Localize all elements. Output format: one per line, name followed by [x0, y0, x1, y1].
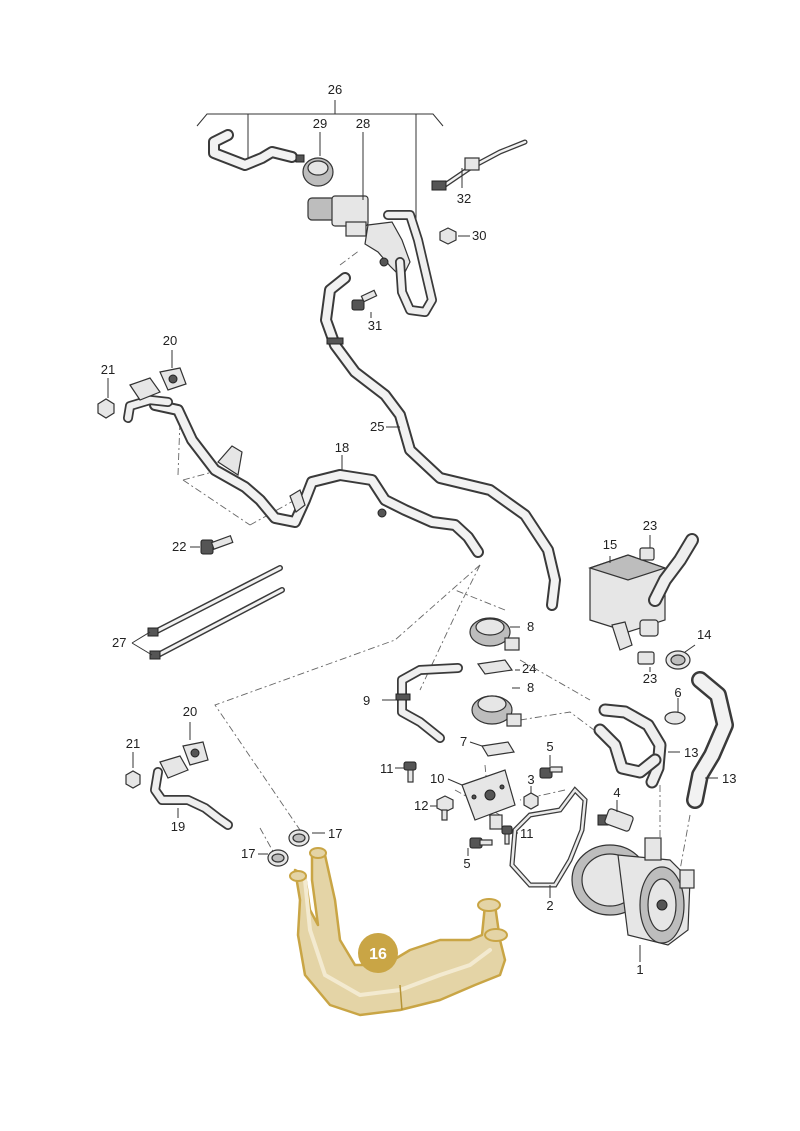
valve-8-upper: [469, 617, 520, 651]
fitting-23-lower: [637, 651, 655, 672]
part-labels: 26 29 28 32 30 31 20 21 25 18 22 23 15 2…: [101, 82, 737, 977]
bolt-11-left: [395, 761, 417, 783]
label-28: 28: [356, 116, 370, 131]
clamp-7: [664, 698, 686, 725]
label-21-top: 21: [101, 362, 115, 377]
label-26: 26: [328, 82, 342, 97]
label-24: 9: [363, 693, 370, 708]
vacuum-hose-top: [208, 129, 298, 171]
label-19: 19: [171, 819, 185, 834]
label-23-top: 23: [643, 518, 657, 533]
flange-pipe-left-top: [97, 350, 187, 423]
label-2: 2: [546, 898, 553, 913]
label-27: 27: [112, 635, 126, 650]
label-14: 14: [697, 627, 711, 642]
bolt-5-lower: [467, 837, 493, 856]
vacuum-hose-25: [320, 272, 561, 611]
label-8-lower: 8: [527, 680, 534, 695]
label-22: 22: [172, 539, 186, 554]
label-5-lower: 5: [463, 856, 470, 871]
label-10: 10: [430, 771, 444, 786]
air-pump-1: [571, 837, 695, 962]
label-18: 18: [335, 440, 349, 455]
label-11-right: 11: [520, 826, 534, 841]
sensor-4: [597, 800, 634, 832]
air-pipe-18: [149, 399, 484, 558]
label-31: 31: [368, 318, 382, 333]
label-13: 13: [722, 771, 736, 786]
bracket-2: [509, 786, 588, 898]
label-9-upper: 24: [522, 661, 536, 676]
label-8-upper: 8: [527, 619, 534, 634]
label-17-right: 17: [328, 826, 342, 841]
label-4: 4: [613, 785, 620, 800]
label-32: 32: [457, 191, 471, 206]
label-6: 13: [684, 745, 698, 760]
bolt-12: [430, 795, 454, 821]
label-12: 12: [414, 798, 428, 813]
label-9-lower: 7: [460, 734, 467, 749]
plate-10: [447, 769, 516, 830]
bolt-5-upper: [539, 755, 563, 779]
highlighted-pipe-16[interactable]: [289, 847, 508, 1017]
label-15: 15: [603, 537, 617, 552]
cable-ties-27: [131, 565, 285, 660]
clamps-17: [258, 829, 325, 867]
flange-pipe-left-bottom: [125, 722, 233, 830]
hose-6: [593, 703, 680, 789]
hose-24: [382, 663, 463, 743]
solenoid-valve-28: [307, 132, 369, 237]
label-25: 25: [370, 419, 384, 434]
gasket-9-upper: [476, 659, 520, 675]
reservoir-15: [588, 533, 699, 651]
label-7: 6: [674, 685, 681, 700]
callout-badge-16[interactable]: 16: [358, 933, 398, 973]
gasket-9-lower: [469, 741, 515, 757]
group-26-bracket: [196, 100, 444, 220]
valve-8-lower: [471, 687, 522, 727]
label-11-left: 11: [380, 761, 394, 776]
label-29: 29: [313, 116, 327, 131]
callout-16-label: 16: [369, 946, 387, 963]
label-17-left: 17: [241, 846, 255, 861]
label-20-bottom: 20: [183, 704, 197, 719]
cable-tie-32: [431, 139, 528, 191]
label-1: 1: [636, 962, 643, 977]
label-30: 30: [472, 228, 486, 243]
label-21-bottom: 21: [126, 736, 140, 751]
vacuum-pipes-right: [383, 210, 437, 317]
label-3: 3: [527, 772, 534, 787]
hose-13: [686, 671, 734, 809]
nut-3: [523, 786, 539, 810]
bolt-22: [190, 534, 234, 555]
label-5-upper: 5: [546, 739, 553, 754]
check-valve-29: [295, 132, 334, 187]
label-20-top: 20: [163, 333, 177, 348]
label-23-lower: 23: [643, 671, 657, 686]
nut-30: [439, 227, 470, 245]
bolt-31: [351, 289, 378, 318]
clamp-14: [665, 644, 696, 670]
